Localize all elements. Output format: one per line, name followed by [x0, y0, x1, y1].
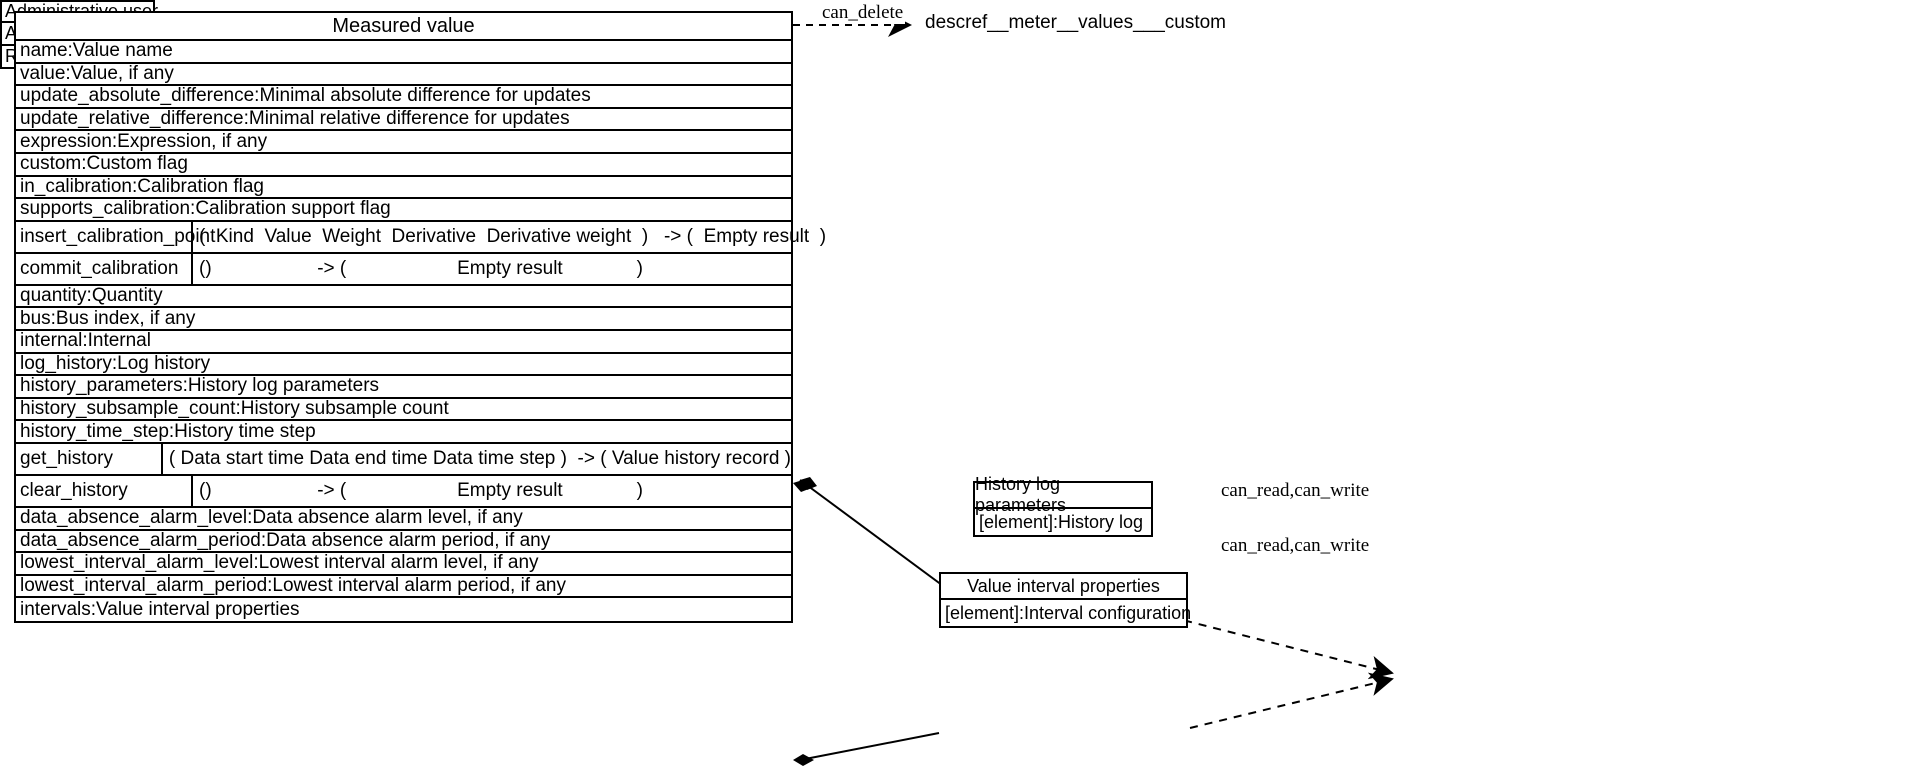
class-member-row[interactable]: log_history:Log history — [16, 353, 791, 377]
node-descref-meter-values-custom[interactable]: descref__meter__values___custom — [925, 12, 1227, 33]
class-member-row[interactable]: custom:Custom flag — [16, 153, 791, 177]
class-member-row[interactable]: [element]:History log — [975, 509, 1151, 535]
method-name: clear_history — [16, 475, 193, 506]
class-member-row[interactable]: intervals:Value interval properties — [16, 598, 791, 621]
class-member-row[interactable]: internal:Internal — [16, 330, 791, 354]
method-signature: () -> ( Empty result ) — [199, 257, 643, 279]
edge-interval-composition — [793, 732, 940, 766]
class-member-row[interactable]: expression:Expression, if any — [16, 131, 791, 154]
class-member-row[interactable]: update_absolute_difference:Minimal absol… — [16, 85, 791, 109]
edge-label-can-read-can-write-interval: can_read,can_write — [1219, 535, 1372, 557]
class-method-row[interactable]: insert_calibration_point ( Kind Value We… — [16, 221, 826, 254]
method-signature: () -> ( Empty result ) — [199, 479, 643, 501]
method-name: get_history — [16, 443, 163, 474]
class-member-row[interactable]: in_calibration:Calibration flag — [16, 176, 791, 200]
class-member-row[interactable]: data_absence_alarm_level:Data absence al… — [16, 507, 791, 531]
method-name: commit_calibration — [16, 253, 193, 284]
uml-class-history-log-parameters[interactable]: History log parameters [element]:History… — [973, 474, 1153, 537]
edge-can-read-write-interval — [1189, 672, 1394, 729]
class-title-value-interval-properties: Value interval properties — [941, 574, 1186, 600]
class-method-row[interactable]: clear_history () -> ( Empty result ) — [16, 475, 791, 508]
composition-diamond-icon — [800, 477, 817, 490]
method-signature: ( Kind Value Weight Derivative Derivativ… — [199, 225, 827, 247]
class-member-row[interactable]: data_absence_alarm_period:Data absence a… — [16, 530, 791, 554]
class-member-row[interactable]: [element]:Interval configuration — [941, 600, 1191, 626]
class-member-row[interactable]: quantity:Quantity — [16, 285, 791, 309]
class-title-history-log-parameters: History log parameters — [975, 474, 1151, 515]
class-member-row[interactable]: lowest_interval_alarm_level:Lowest inter… — [16, 552, 791, 576]
class-method-row[interactable]: commit_calibration () -> ( Empty result … — [16, 253, 791, 286]
class-member-row[interactable]: update_relative_difference:Minimal relat… — [16, 108, 791, 132]
class-member-row[interactable]: lowest_interval_alarm_period:Lowest inte… — [16, 575, 791, 599]
class-title-measured-value: Measured value — [16, 13, 791, 41]
class-member-row[interactable]: value:Value, if any — [16, 63, 791, 87]
class-member-row[interactable]: supports_calibration:Calibration support… — [16, 198, 791, 222]
composition-diamond-history — [793, 479, 814, 492]
composition-diamond-interval — [793, 754, 814, 766]
class-member-row[interactable]: history_time_step:History time step — [16, 421, 791, 444]
class-member-row[interactable]: history_parameters:History log parameter… — [16, 375, 791, 399]
class-member-row[interactable]: name:Value name — [16, 40, 791, 64]
edge-label-can-read-can-write-history: can_read,can_write — [1219, 480, 1372, 502]
class-method-row[interactable]: get_history ( Data start time Data end t… — [16, 443, 791, 476]
uml-class-value-interval-properties[interactable]: Value interval properties [element]:Inte… — [939, 572, 1191, 628]
method-signature: ( Data start time Data end time Data tim… — [168, 447, 791, 469]
class-member-row[interactable]: history_subsample_count:History subsampl… — [16, 398, 791, 422]
uml-class-measured-value[interactable]: Measured value name:Value name value:Val… — [14, 11, 826, 623]
edge-label-can-delete: can_delete — [820, 2, 906, 24]
class-member-row[interactable]: bus:Bus index, if any — [16, 308, 791, 331]
method-name: insert_calibration_point — [16, 221, 215, 252]
